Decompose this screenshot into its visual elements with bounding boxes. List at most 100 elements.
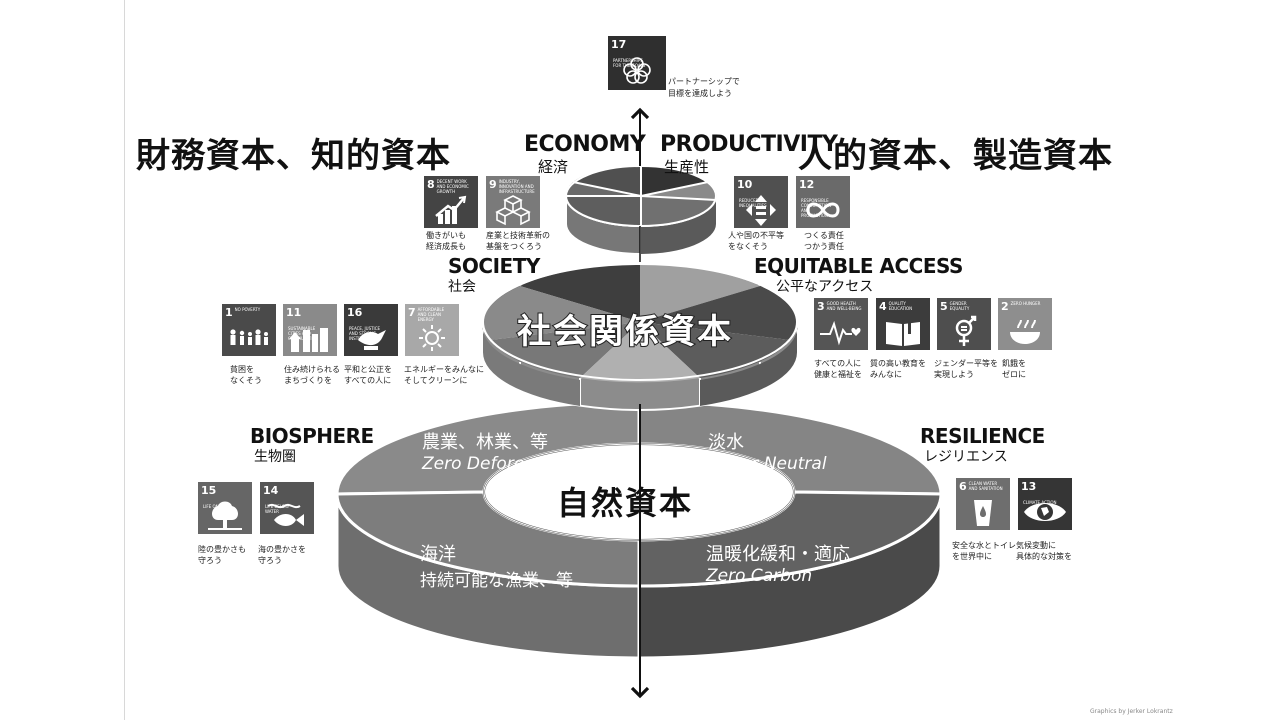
people-family-icon [230,329,268,345]
sdg-8-label-2: 経済成長も [426,242,466,251]
sun-power-icon [419,325,445,351]
sdg-7-label-2: そしてクリーンに [404,376,468,385]
sdg-8-title: DECENT WORK AND ECONOMIC GROWTH [436,179,469,194]
sdg-2-number: 2 [1001,300,1009,313]
tree-birds-icon [208,501,242,530]
ring-ocean-jp: 海洋 [420,544,456,565]
sdg-4-number: 4 [879,300,887,313]
cubes-icon [495,195,531,226]
sdg-4-label-2: みんなに [870,370,902,379]
flower-rings-icon [623,57,651,84]
sdg-14-label-1: 海の豊かさを [258,545,306,554]
equal-arrows-icon [746,195,776,226]
sdg-16-number: 16 [347,306,363,319]
ring-water-en: Water Neutral [708,454,827,474]
water-glass-icon [974,500,992,526]
ring-climate-en: Zero Carbon [706,566,813,586]
sdg-6-label-2: を世界中に [952,552,992,561]
label-biosphere-jp: 生物圏 [254,449,296,465]
fish-waves-icon [267,503,304,526]
sdg-17-title: PARTNERSHIPS FOR THE GOALS [613,58,646,68]
sdg-16-label-1: 平和と公正を [344,365,392,374]
sdg-16-tile: 16PEACE, JUSTICE AND STRONG INSTITUTIONS [344,304,398,356]
sdg-1-number: 1 [225,306,233,319]
sdg-12-label-1: つくる責任 [804,231,844,240]
sdg-11-tile: 11SUSTAINABLE CITIES AND COMMUNITIES [283,304,337,356]
social-capital-disc [482,263,798,411]
heading-financial-intellectual-capital: 財務資本、知的資本 [136,136,451,176]
label-society-jp: 社会 [448,279,476,295]
infinity-icon [806,202,840,218]
sdg-9-label-2: 基盤をつくろう [486,242,542,251]
dove-gavel-icon [358,330,386,350]
label-resilience-jp: レジリエンス [924,449,1008,465]
sdg-13-label-2: 具体的な対策を [1016,552,1072,561]
label-productivity: PRODUCTIVITY [660,132,838,157]
economy-disc [565,165,717,255]
label-productivity-jp: 生産性 [664,158,710,176]
sdg-10-title: REDUCED INEQUALITIES [739,198,767,208]
sdg-1-label-2: なくそう [230,376,262,385]
earth-eye-icon [1024,503,1066,521]
sdg-5-label-2: 実現しよう [934,370,974,379]
gender-symbol-icon [955,315,977,346]
sdg-17-tile: 17PARTNERSHIPS FOR THE GOALS [608,36,666,90]
sdg-6-number: 6 [959,480,967,493]
label-resilience: RESILIENCE [920,424,1045,448]
sdg-9-label-1: 産業と技術革新の [486,231,550,240]
sdg-1-label-1: 貧困を [230,365,254,374]
sdg-5-title: GENDER EQUALITY [949,301,970,311]
graphic-credit: Graphics by Jerker Lokrantz [1090,708,1173,715]
sdg-7-number: 7 [408,306,416,319]
label-equitable-access-jp: 公平なアクセス [776,279,874,295]
ring-agri-jp: 農業、林業、等 [422,432,548,453]
sdg-5-number: 5 [940,300,948,313]
sdg-12-number: 12 [799,178,815,191]
heading-human-manufactured-capital: 人的資本、製造資本 [798,136,1113,176]
sdg-13-number: 13 [1021,480,1037,493]
city-buildings-icon [289,328,328,352]
sdg-2-label-2: ゼロに [1002,370,1026,379]
sdg-13-label-1: 気候変動に [1016,541,1056,550]
sdg-10-number: 10 [737,178,753,191]
page-edge-line [124,0,125,720]
sdg-1-title: NO POVERTY [234,307,261,312]
sdg-16-label-2: すべての人に [344,376,392,385]
ring-agri-en: Zero Deforestration [422,454,590,474]
sdg-8-number: 8 [427,178,435,191]
sdg-6-title: CLEAN WATER AND SANITATION [968,481,1003,491]
sdg-3-title: GOOD HEALTH AND WELL-BEING [826,301,862,311]
sdg-9-title: INDUSTRY, INNOVATION AND INFRASTRUCTURE [498,179,535,194]
label-economy-jp: 経済 [538,158,569,176]
sdg-17-number: 17 [611,38,627,51]
sdg-4-label-1: 質の高い教育を [870,359,926,368]
sdg-14-tile: 14LIFE BELOW WATER [260,482,314,534]
label-biosphere: BIOSPHERE [250,424,374,448]
sdg-3-number: 3 [817,300,825,313]
label-economy: ECONOMY [524,132,646,157]
tier-natural-capital: 自然資本 [557,484,694,522]
sdg-14-number: 14 [263,484,279,497]
sdg-14-label-2: 守ろう [258,556,282,565]
sdg-6-label-1: 安全な水とトイレ [952,541,1016,550]
sdg-7-label-1: エネルギーをみんなに [404,365,484,374]
sdg-13-title: CLIMATE ACTION [1023,500,1057,505]
sdg-11-title: SUSTAINABLE CITIES AND COMMUNITIES [288,326,317,341]
food-bowl-icon [1010,319,1040,344]
sdg-13-tile: 13CLIMATE ACTION [1018,478,1072,530]
sdg-11-label-1: 住み続けられる [284,365,340,374]
label-society: SOCIETY [448,254,540,278]
sdg-12-tile: 12RESPONSIBLE CONSUMPTION AND PRODUCTION [796,176,850,228]
sdg-11-label-2: まちづくりを [284,376,332,385]
label-equitable-access: EQUITABLE ACCESS [754,254,963,278]
sdg-3-label-1: すべての人に [814,359,862,368]
sdg-4-title: QUALITY EDUCATION [888,301,913,311]
